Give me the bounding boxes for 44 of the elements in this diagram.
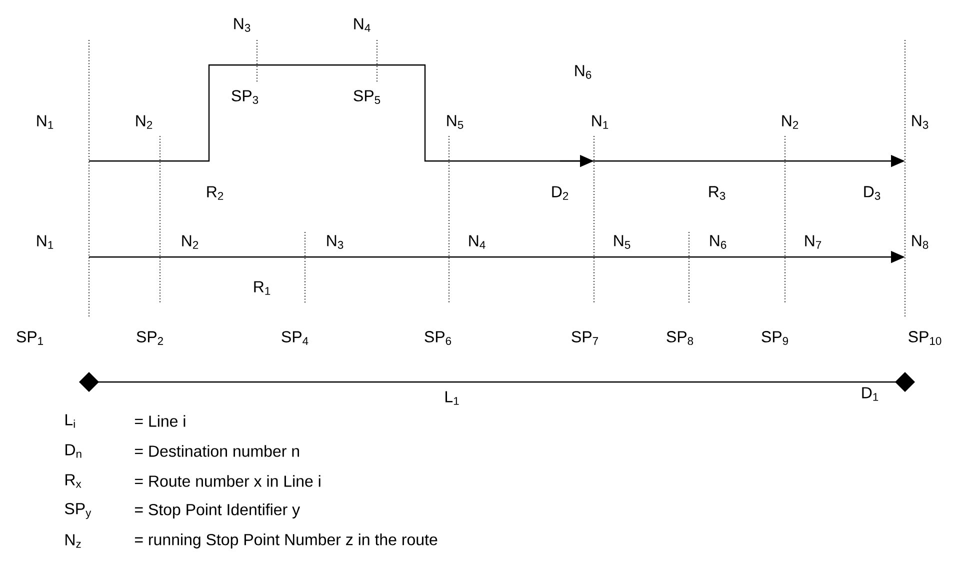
point-label: N$_{6}$ [575, 65, 592, 79]
legend-symbol: N$_{z}$ [66, 534, 81, 548]
point-label: N$_{5}$ [447, 115, 464, 129]
point-label: SP$_{8}$ [666, 331, 694, 345]
point-label: SP$_{7}$ [572, 331, 598, 345]
point-label: N$_{7}$ [805, 235, 822, 249]
point-label: N$_{4}$ [354, 18, 370, 32]
point-label: N$_{2}$ [782, 115, 798, 129]
point-label: SP$_{9}$ [762, 331, 788, 345]
legend-definition: = Destination number n [135, 445, 299, 457]
point-label: N$_{3}$ [234, 18, 250, 32]
point-label: R$_{3}$ [709, 186, 726, 200]
point-label: SP$_{1}$ [16, 331, 43, 345]
point-label: SP$_{2}$ [136, 331, 163, 345]
legend-symbol: L$_{i}$ [66, 414, 75, 428]
point-label: N$_{1}$ [37, 115, 54, 129]
point-label: D$_{2}$ [552, 186, 568, 200]
legend-symbol: R$_{x}$ [66, 474, 82, 488]
point-label: SP$_{4}$ [282, 331, 308, 345]
point-label: SP$_{3}$ [232, 90, 258, 104]
legend-definition: = Stop Point Identifier y [135, 504, 300, 518]
point-label: D$_{1}$ [862, 387, 878, 401]
point-label: N$_{3}$ [912, 115, 928, 129]
legend-symbol: D$_{n}$ [66, 444, 82, 458]
point-label: SP$_{10}$ [908, 331, 942, 345]
point-label: SP$_{6}$ [424, 331, 452, 345]
point-label: N$_{2}$ [182, 235, 198, 249]
legend-definition: = Line i [135, 415, 186, 427]
point-label: R$_{1}$ [254, 281, 270, 295]
point-label: N$_{1}$ [592, 115, 608, 129]
legend-definition: = running Stop Point Number z in the route [135, 534, 438, 548]
point-label: N$_{3}$ [327, 235, 344, 249]
point-label: N$_{5}$ [614, 235, 630, 249]
point-label: N$_{4}$ [469, 235, 486, 249]
point-label: L$_{1}$ [446, 391, 459, 405]
point-label: D$_{3}$ [864, 186, 880, 200]
legend-definition: = Route number x in Line i [135, 475, 320, 487]
point-label: SP$_{5}$ [354, 90, 380, 104]
legend-symbol: SP$_{y}$ [64, 502, 92, 520]
point-label: R$_{2}$ [207, 186, 224, 200]
point-label: N$_{8}$ [912, 235, 928, 249]
point-label: N$_{2}$ [136, 115, 152, 129]
point-label: N$_{1}$ [37, 235, 54, 249]
point-label: N$_{6}$ [710, 235, 726, 249]
